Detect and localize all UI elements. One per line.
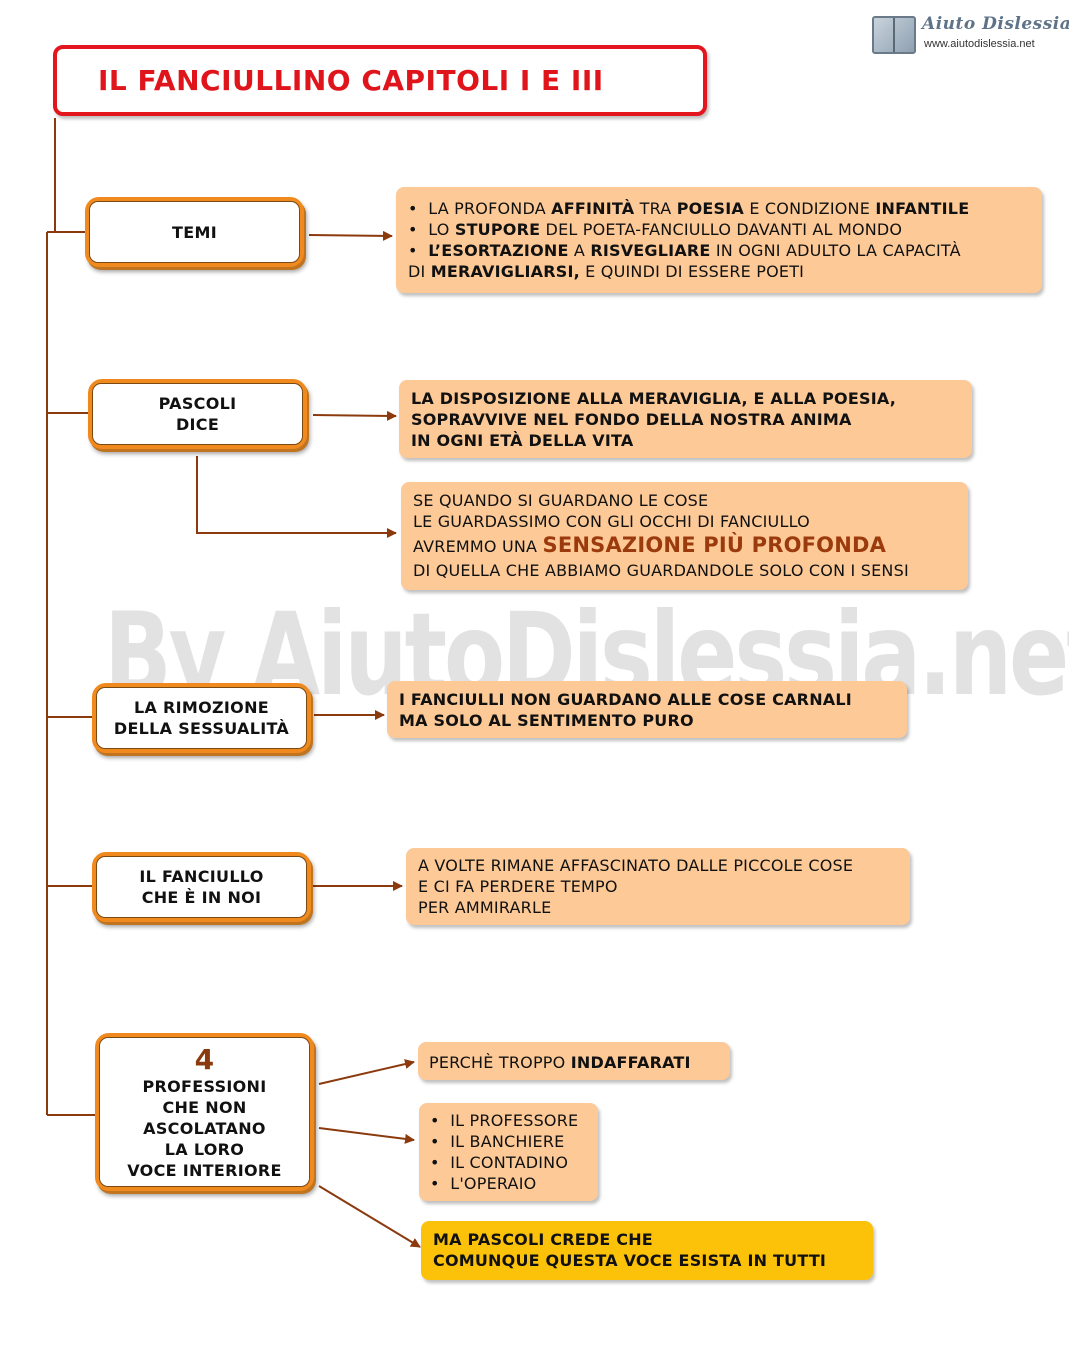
book-icon [872,16,916,54]
node-rimozione-line2: DELLA SESSUALITÀ [113,719,290,738]
pascoli-box-2-line: SE QUANDO SI GUARDANO LE COSE [413,491,709,510]
temi-item-2: LO STUPORE DEL POETA-FANCIULLO DAVANTI A… [408,219,1042,240]
node-fanciullo: IL FANCIULLO CHE È IN NOI [92,852,311,922]
rimozione-box-line: I FANCIULLI NON GUARDANO ALLE COSE CARNA… [399,690,852,709]
pascoli-box-1-line: SOPRAVVIVE NEL FONDO DELLA NOSTRA ANIMA [411,410,852,429]
node-professioni-line: ASCOLATANO [143,1118,266,1138]
node-fanciullo-line1: IL FANCIULLO [139,867,264,886]
fanciullo-box-line: PER AMMIRARLE [418,898,552,917]
title-box: IL FANCIULLINO CAPITOLI I E III [53,45,707,116]
professioni-list-item: IL PROFESSORE [430,1110,598,1131]
node-professioni-line: LA LORO [164,1139,245,1159]
node-pascoli-dice: PASCOLI DICE [88,379,307,449]
arrow-professioni-3 [318,1185,421,1248]
fanciullo-box: A VOLTE RIMANE AFFASCINATO DALLE PICCOLE… [406,848,910,925]
number-four: 4 [194,1042,215,1076]
node-rimozione: LA RIMOZIONE DELLA SESSUALITÀ [92,683,311,753]
logo-url: www.aiutodislessia.net [924,38,1035,50]
professioni-reason-text: PERCHÈ TROPPO INDAFFARATI [429,1053,691,1072]
pascoli-box-1-line: LA DISPOSIZIONE ALLA MERAVIGLIA, E ALLA … [411,389,897,408]
professioni-list-item: IL CONTADINO [430,1152,598,1173]
professioni-list-item: IL BANCHIERE [430,1131,598,1152]
arrow-temi [308,230,393,241]
pascoli-box-2-line: AVREMMO UNA SENSAZIONE PIÙ PROFONDA [413,533,887,557]
page-title: IL FANCIULLINO CAPITOLI I E III [98,64,604,97]
conclusion-box: MA PASCOLI CREDE CHE COMUNQUE QUESTA VOC… [421,1221,873,1280]
site-logo[interactable]: Aiuto Dislessia www.aiutodislessia.net [872,14,1069,58]
highlight-text: SENSAZIONE PIÙ PROFONDA [542,533,887,557]
node-professioni-line: VOCE INTERIORE [127,1160,282,1180]
temi-item-3-cont: DI MERAVIGLIARSI, E QUINDI DI ESSERE POE… [408,262,805,281]
node-temi-label: TEMI [172,222,217,242]
professioni-list-item: L'OPERAIO [430,1173,598,1194]
professioni-box-reason: PERCHÈ TROPPO INDAFFARATI [418,1042,730,1080]
pascoli-box-2-line: DI QUELLA CHE ABBIAMO GUARDANDOLE SOLO C… [413,561,909,580]
node-professioni-line: PROFESSIONI [142,1076,267,1096]
pascoli-box-2-line: LE GUARDASSIMO CON GLI OCCHI DI FANCIULL… [413,512,810,531]
node-pascoli-line1: PASCOLI [158,394,237,413]
node-temi: TEMI [85,197,304,267]
temi-box: LA PROFONDA AFFINITÀ TRA POESIA E CONDIZ… [396,187,1042,293]
conclusion-line: MA PASCOLI CREDE CHE [433,1230,653,1249]
logo-title: Aiuto Dislessia [922,14,1069,34]
professioni-list-box: IL PROFESSORE IL BANCHIERE IL CONTADINO … [419,1103,598,1201]
temi-item-3: L’ESORTAZIONE A RISVEGLIARE IN OGNI ADUL… [408,240,1042,261]
pascoli-box-1-line: IN OGNI ETÀ DELLA VITA [411,431,634,450]
node-professioni-line: CHE NON [162,1097,247,1117]
node-pascoli-line2: DICE [175,415,220,434]
node-fanciullo-line2: CHE È IN NOI [141,888,262,907]
fanciullo-box-line: A VOLTE RIMANE AFFASCINATO DALLE PICCOLE… [418,856,854,875]
node-professioni: 4 PROFESSIONI CHE NON ASCOLATANO LA LORO… [95,1033,314,1191]
pascoli-box-1: LA DISPOSIZIONE ALLA MERAVIGLIA, E ALLA … [399,380,972,458]
arrow-professioni-2 [318,1127,415,1144]
temi-item-1: LA PROFONDA AFFINITÀ TRA POESIA E CONDIZ… [408,198,1042,219]
conclusion-line: COMUNQUE QUESTA VOCE ESISTA IN TUTTI [433,1251,827,1270]
pascoli-box-2: SE QUANDO SI GUARDANO LE COSE LE GUARDAS… [401,482,968,590]
fanciullo-box-line: E CI FA PERDERE TEMPO [418,877,618,896]
node-rimozione-line1: LA RIMOZIONE [133,698,270,717]
arrow-professioni-1 [318,1059,415,1085]
arrow-pascoli-1 [312,410,397,421]
rimozione-box-line: MA SOLO AL SENTIMENTO PURO [399,711,694,730]
arrow-pascoli-2 [196,456,397,538]
rimozione-box: I FANCIULLI NON GUARDANO ALLE COSE CARNA… [387,681,907,738]
